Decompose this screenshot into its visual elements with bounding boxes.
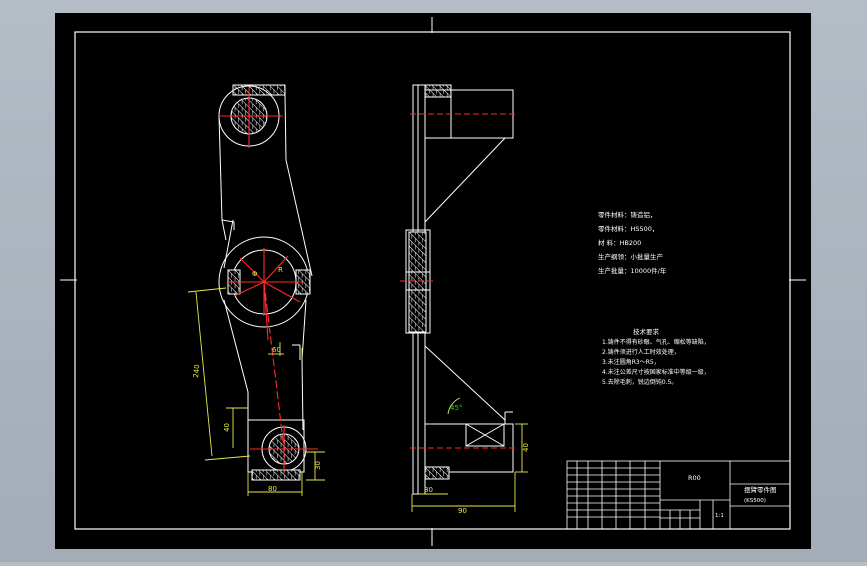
tech-item-5: 5.去除毛刺，锐边倒钝0.5。 xyxy=(602,378,677,386)
dim-side-total: 90 xyxy=(458,507,467,515)
tech-item-4: 4.未注公差尺寸按国家标准中等级一级， xyxy=(602,368,710,376)
spec-line-3: 材 料：HB200 xyxy=(598,238,641,247)
dim-boss-height: 40 xyxy=(223,423,231,432)
spec-line-5: 生产批量：10000件/年 xyxy=(598,266,667,275)
spec-line-4: 生产纲领：小批量生产 xyxy=(598,252,664,261)
title-block xyxy=(566,460,791,530)
part-subtitle: (KS500) xyxy=(744,498,766,504)
dim-center-distance: 240 xyxy=(192,364,201,378)
front-view-centerlines xyxy=(219,88,318,474)
spec-line-2: 零件材料：HS500， xyxy=(598,224,658,233)
sheet-edge-marks xyxy=(60,17,806,546)
dim-vertical-left: 60 xyxy=(272,346,281,354)
inner-border xyxy=(74,31,791,530)
side-view-dim-text: 90 80 45° xyxy=(424,404,467,515)
front-view-dimensions xyxy=(187,287,325,496)
part-code: R00 xyxy=(688,474,701,482)
title-block-text: R00 摆臂零件图 (KS500) 1:1 xyxy=(688,474,777,519)
side-view-centerlines xyxy=(400,113,515,449)
dim-bottom-offset: 30 xyxy=(314,461,322,470)
dim-side-width: 80 xyxy=(424,486,433,494)
tech-item-2: 2.铸件须进行人工时效处理， xyxy=(602,348,680,356)
spec-notes: 零件材料：铸造铝， 零件材料：HS500， 材 料：HB200 生产纲领：小批量… xyxy=(598,210,667,275)
dim-diameter-mark: Φ xyxy=(252,270,258,278)
side-view-dim-text-2: 40 xyxy=(522,443,530,452)
tech-title: 技术要求 xyxy=(633,327,660,336)
dim-angle: 45° xyxy=(450,404,462,412)
tech-item-1: 1.铸件不得有砂眼、气孔、缩松等缺陷， xyxy=(602,338,710,346)
dim-bottom-width: 80 xyxy=(268,485,277,493)
dim-radius-mark: R xyxy=(278,266,283,274)
side-view-dimensions xyxy=(411,397,528,512)
front-view-dim-text: 240 80 40 30 60 Φ R xyxy=(192,266,322,493)
side-view xyxy=(405,84,514,495)
part-title: 摆臂零件图 xyxy=(744,485,777,494)
tech-requirements: 技术要求 1.铸件不得有砂眼、气孔、缩松等缺陷， 2.铸件须进行人工时效处理， … xyxy=(602,327,710,386)
spec-line-1: 零件材料：铸造铝， xyxy=(598,210,657,219)
scale: 1:1 xyxy=(715,513,724,519)
tech-item-3: 3.未注圆角R3～R5， xyxy=(602,358,660,366)
dim-boss-height-side: 40 xyxy=(522,443,530,452)
